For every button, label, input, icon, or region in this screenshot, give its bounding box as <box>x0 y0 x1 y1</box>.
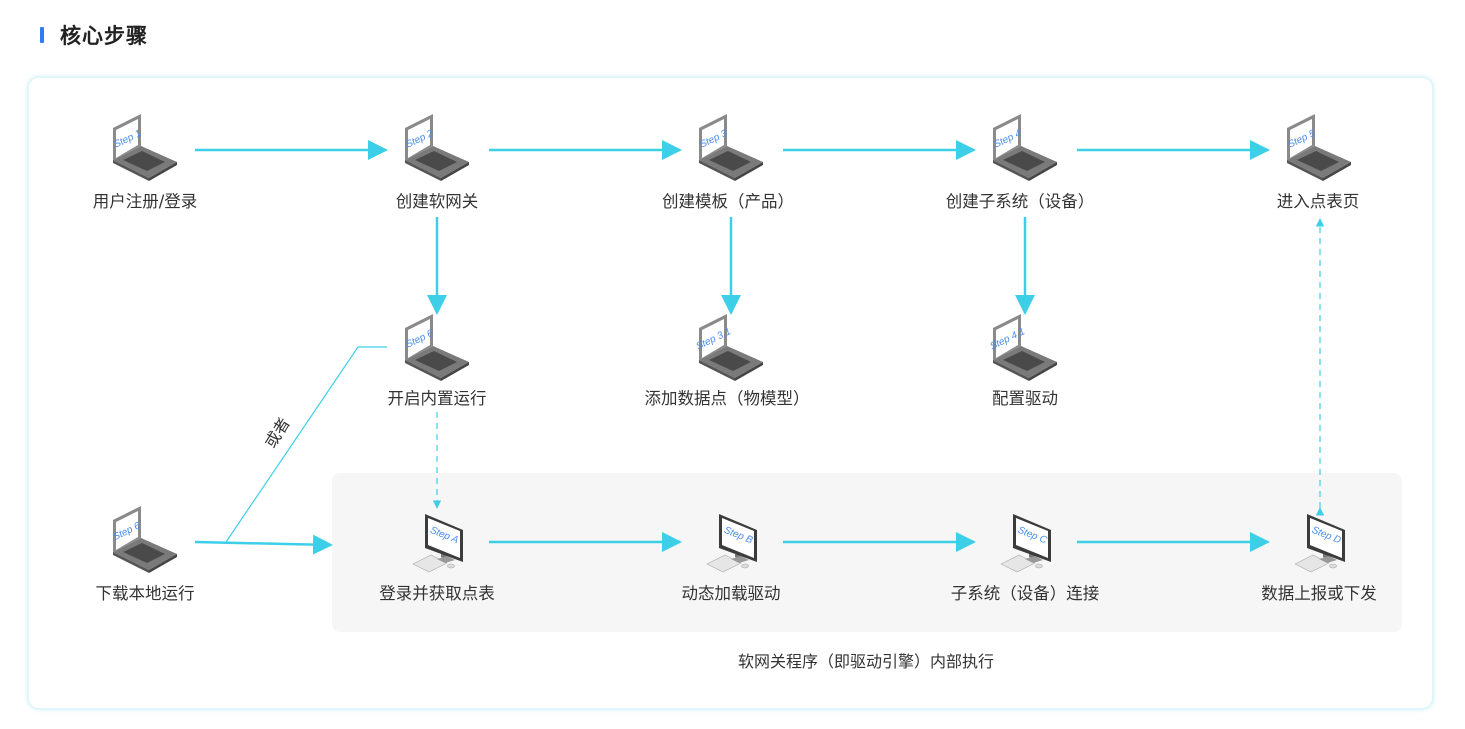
stepC-desktop-icon: Step C <box>1000 514 1051 573</box>
engine-caption: 软网关程序（即驱动引擎）内部执行 <box>737 652 995 671</box>
label-step5: 进入点表页 <box>1276 192 1360 211</box>
step6-laptop-icon: Step 6 <box>404 314 469 381</box>
device-icons: Step 1 Step 2 Step 3 Step 4 Step 5 Step 6 Step… <box>111 114 1351 573</box>
step6b-laptop-icon: Step 6' <box>111 506 177 573</box>
arrow-step6b-engine <box>194 534 333 555</box>
flow-arrows <box>194 140 1325 555</box>
step1-laptop-icon: Step 1 <box>112 114 177 181</box>
label-step41: 配置驱动 <box>992 389 1058 408</box>
step31-laptop-icon: Step 3.1 <box>694 314 763 381</box>
label-stepC: 子系统（设备）连接 <box>950 584 1100 603</box>
label-step1: 用户注册/登录 <box>92 192 198 211</box>
label-stepB: 动态加载驱动 <box>681 584 781 603</box>
stepA-desktop-icon: Step A <box>412 514 463 573</box>
step41-laptop-icon: Step 4.1 <box>988 314 1057 381</box>
label-stepD: 数据上报或下发 <box>1261 584 1377 603</box>
title-accent-bar <box>40 27 44 43</box>
step5-laptop-icon: Step 5 <box>1286 114 1351 181</box>
or-connector-line <box>225 346 387 543</box>
stepD-desktop-icon: Step D <box>1294 514 1345 573</box>
step4-laptop-icon: Step 4 <box>992 114 1057 181</box>
label-step6b: 下载本地运行 <box>95 584 195 603</box>
label-step6: 开启内置运行 <box>387 389 487 408</box>
label-step31: 添加数据点（物模型） <box>644 389 810 408</box>
page-title: 核心步骤 <box>60 24 148 48</box>
stepB-desktop-icon: Step B <box>706 514 757 573</box>
step3-laptop-icon: Step 3 <box>698 114 763 181</box>
step2-laptop-icon: Step 2 <box>404 114 469 181</box>
section-header: 核心步骤 <box>40 20 148 50</box>
label-step2: 创建软网关 <box>395 192 479 211</box>
label-stepA: 登录并获取点表 <box>379 584 495 603</box>
label-step4: 创建子系统（设备） <box>945 192 1095 211</box>
label-step3: 创建模板（产品） <box>662 192 794 211</box>
engine-execution-area <box>332 473 1402 632</box>
